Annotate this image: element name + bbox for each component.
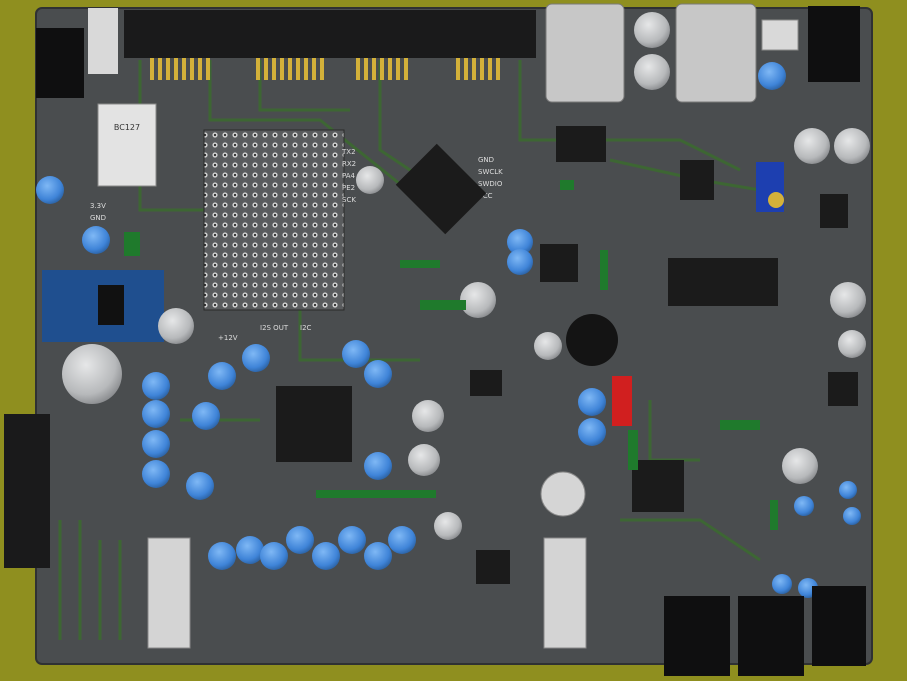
capacitor-blue	[286, 526, 314, 554]
ic-right-2	[820, 194, 848, 228]
capacitor-blue	[578, 418, 606, 446]
capacitor-blue	[758, 62, 786, 90]
pin-label-tx2: TX2	[341, 148, 356, 156]
buzzer	[566, 314, 618, 366]
speaker	[540, 471, 586, 517]
power-inductor-left	[147, 537, 191, 649]
capacitor-blue	[507, 229, 533, 255]
prototype-grid	[203, 129, 345, 311]
pin-label-gnd-2: GND	[478, 156, 494, 164]
label-i2c: I2C	[300, 324, 312, 332]
pin-label-3v3: 3.3V	[90, 202, 106, 210]
capacitor-gray	[830, 282, 866, 318]
capacitor-gray	[356, 166, 384, 194]
capacitor-gray	[534, 332, 562, 360]
capacitor-blue	[364, 360, 392, 388]
capacitor-gray	[434, 512, 462, 540]
ic-right	[680, 160, 714, 200]
capacitor-gray	[794, 128, 830, 164]
pin-label-pa4: PA4	[342, 172, 356, 180]
pin-label-pe2: PE2	[342, 184, 355, 192]
capacitor-blue	[312, 542, 340, 570]
gray-capacitors	[62, 12, 870, 540]
ic-right-3	[828, 372, 858, 406]
memory-chip	[668, 258, 778, 306]
capacitor-blue	[364, 542, 392, 570]
capacitor-blue	[208, 542, 236, 570]
capacitor-gray	[158, 308, 194, 344]
usb-connector-right	[675, 3, 757, 103]
ic-top-mid	[556, 126, 606, 162]
capacitor-blue	[364, 452, 392, 480]
stm32-mcu	[276, 386, 352, 462]
capacitor-gray	[634, 54, 670, 90]
pin-header-top	[124, 10, 536, 58]
capacitor-gray	[634, 12, 670, 48]
pin-label-sck: SCK	[342, 196, 356, 204]
capacitor-blue	[82, 226, 110, 254]
capacitor-blue	[839, 481, 857, 499]
micro-usb-connector	[761, 19, 799, 51]
wifi-chip	[98, 285, 124, 325]
capacitor-blue	[578, 388, 606, 416]
capacitor-gray	[782, 448, 818, 484]
capacitor-blue	[507, 249, 533, 275]
blue-capacitors	[36, 62, 861, 598]
capacitor-blue	[342, 340, 370, 368]
capacitor-blue	[388, 526, 416, 554]
capacitor-gray	[62, 344, 122, 404]
ic-small-mid	[540, 244, 578, 282]
pin-label-swclk: SWCLK	[478, 168, 503, 176]
capacitor-blue	[242, 344, 270, 372]
bt-module-label: BC127	[114, 123, 140, 132]
capacitor-blue	[236, 536, 264, 564]
power-jack	[808, 6, 860, 82]
codec-chip	[632, 460, 684, 512]
capacitor-blue	[208, 362, 236, 390]
power-inductor-right	[543, 537, 587, 649]
capacitor-blue	[192, 402, 220, 430]
capacitor-blue	[36, 176, 64, 204]
trimmer-knob	[768, 192, 784, 208]
capacitor-gray	[408, 444, 440, 476]
usb-connector-left	[545, 3, 625, 103]
capacitor-blue	[338, 526, 366, 554]
label-12v: +12V	[218, 334, 238, 342]
audio-jack-bottom-1	[664, 596, 730, 676]
capacitor-blue	[142, 400, 170, 428]
capacitor-gray	[412, 400, 444, 432]
rca-connector	[88, 8, 118, 74]
red-dip-switch	[612, 376, 632, 426]
pin-label-swdio: SWDIO	[478, 180, 503, 188]
capacitor-gray	[460, 282, 496, 318]
capacitor-blue	[843, 507, 861, 525]
capacitor-blue	[186, 472, 214, 500]
capacitor-blue	[260, 542, 288, 570]
capacitor-gray	[834, 128, 870, 164]
capacitor-blue	[772, 574, 792, 594]
header-pins	[150, 58, 500, 80]
regulator-2	[476, 550, 510, 584]
capacitor-blue	[142, 430, 170, 458]
capacitor-blue	[142, 460, 170, 488]
regulator	[470, 370, 502, 396]
pin-label-gnd: GND	[90, 214, 106, 222]
audio-jack-top-left	[36, 28, 84, 98]
side-connector	[4, 414, 50, 568]
main-mcu	[395, 143, 487, 235]
bluetooth-module	[97, 103, 157, 187]
capacitor-gray	[838, 330, 866, 358]
audio-jack-bottom-right	[812, 586, 866, 666]
pin-label-rx2: RX2	[342, 160, 356, 168]
smd-components	[124, 180, 778, 530]
audio-jack-bottom-2	[738, 596, 804, 676]
pin-label-vcc: VCC	[478, 192, 493, 200]
capacitor-blue	[142, 372, 170, 400]
capacitor-blue	[794, 496, 814, 516]
label-i2s-out: I2S OUT	[260, 324, 289, 332]
